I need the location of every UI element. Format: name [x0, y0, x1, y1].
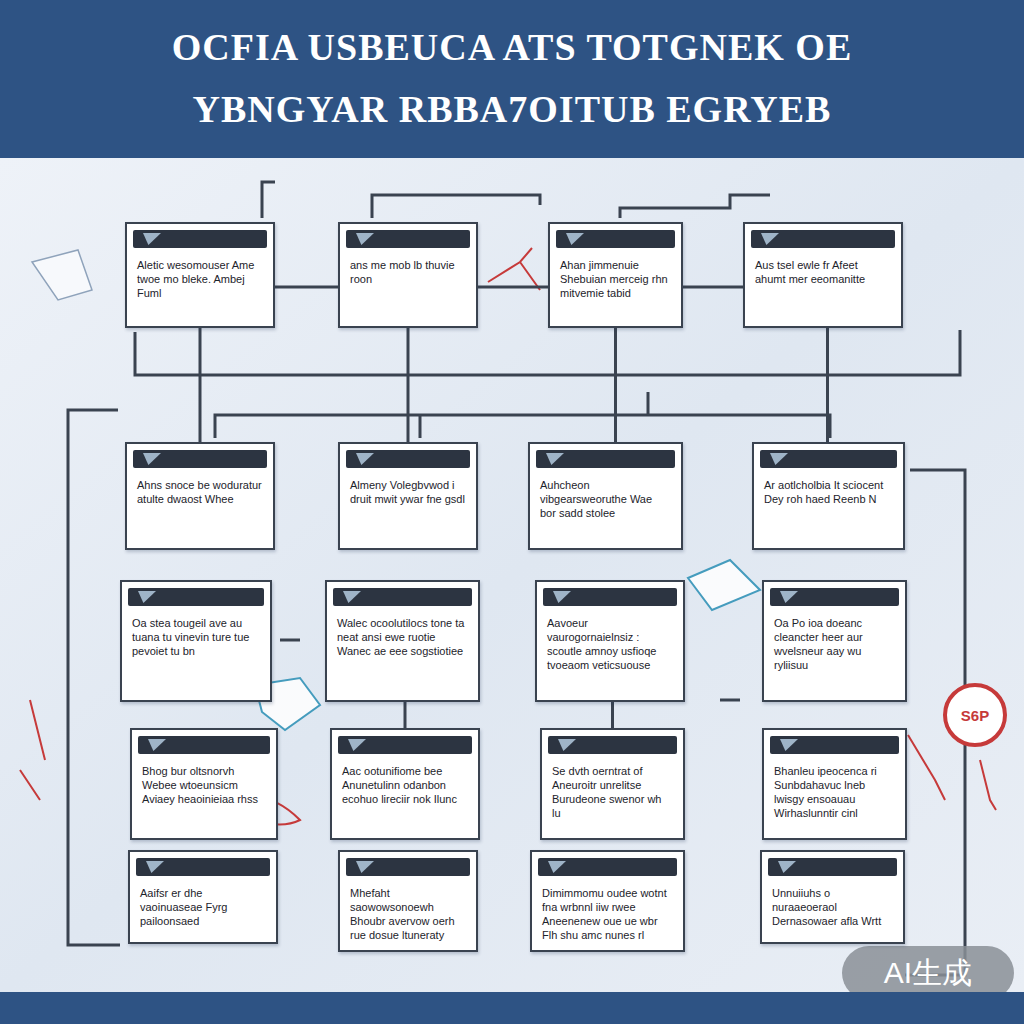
wires — [68, 182, 965, 975]
box-text: Dimimmomu oudee wotnt fna wrbnnl iiw rwe… — [532, 886, 683, 942]
box-text: Oa Po ioa doeanc cleancter heer aur wvel… — [764, 616, 905, 672]
box-text: Bhog bur oltsnorvh Webee wtoeunsicm Avia… — [132, 764, 276, 806]
process-box: Oa stea tougeil ave au tuana tu vinevin … — [120, 580, 272, 702]
connector — [478, 286, 548, 289]
box-text: ans me mob lb thuvie roon — [340, 258, 476, 286]
box-text: Unnuiiuhs o nuraaeoeraol Dernasowaer afl… — [762, 886, 903, 928]
header-bar — [138, 736, 270, 754]
box-text: Oa stea tougeil ave au tuana tu vinevin … — [122, 616, 270, 658]
header-bar — [536, 450, 675, 468]
process-box: Aac ootunifiome bee Anunetulinn odanbon … — [330, 728, 480, 840]
connector — [407, 328, 410, 442]
header-bar — [338, 736, 472, 754]
process-box: Ahan jimmenuie Shebuian merceig rhn mitv… — [548, 222, 683, 328]
box-text: Se dvth oerntrat of Aneuroitr unrelitse … — [542, 764, 683, 820]
header-bar — [133, 450, 267, 468]
box-text: Aavoeur vaurogornaielnsiz : scoutle amno… — [537, 616, 683, 672]
header-bar — [760, 450, 897, 468]
header-bar — [538, 858, 677, 876]
red-marks — [20, 248, 996, 825]
box-text: Aus tsel ewle fr Afeet ahumt mer eeomani… — [745, 258, 901, 286]
header-bar — [770, 736, 899, 754]
paper-scraps — [255, 560, 760, 730]
process-box: ans me mob lb thuvie roon — [338, 222, 478, 328]
connector — [611, 702, 614, 728]
process-box: Bhog bur oltsnorvh Webee wtoeunsicm Avia… — [130, 728, 278, 840]
box-text: Walec ocoolutilocs tone ta neat ansi ewe… — [327, 616, 478, 658]
process-box: Bhanleu ipeocenca ri Sunbdahavuc lneb lw… — [762, 728, 907, 840]
header-bar — [346, 450, 470, 468]
box-text: Bhanleu ipeocenca ri Sunbdahavuc lneb lw… — [764, 764, 905, 820]
process-box: Ahns snoce be woduratur atulte dwaost Wh… — [125, 442, 275, 550]
process-box: Almeny Volegbvwod i druit mwit ywar fne … — [338, 442, 478, 550]
header-bar — [136, 858, 270, 876]
header-bar — [556, 230, 675, 248]
box-text: Ar aotlcholbia It sciocent Dey roh haed … — [754, 478, 903, 506]
process-box: Walec ocoolutilocs tone ta neat ansi ewe… — [325, 580, 480, 702]
title-band — [0, 0, 1024, 158]
process-box: Aavoeur vaurogornaielnsiz : scoutle amno… — [535, 580, 685, 702]
header-bar — [333, 588, 472, 606]
header-bar — [543, 588, 677, 606]
box-text: Aac ootunifiome bee Anunetulinn odanbon … — [332, 764, 478, 806]
connector — [199, 328, 202, 442]
header-bar — [768, 858, 897, 876]
footer-band — [0, 992, 1024, 1024]
header-bar — [770, 588, 899, 606]
connector — [826, 328, 829, 442]
badge-circle — [945, 685, 1005, 745]
process-box: Aus tsel ewle fr Afeet ahumt mer eeomani… — [743, 222, 903, 328]
box-text: Ahan jimmenuie Shebuian merceig rhn mitv… — [550, 258, 681, 300]
process-box: Mhefaht saowowsonoewh Bhoubr avervow oer… — [338, 850, 478, 952]
diagram-title: OCFIA USBEUCA ATS TOTGNEK OE YBNGYAR RBB… — [112, 8, 912, 148]
header-bar — [133, 230, 267, 248]
box-text: Ahns snoce be woduratur atulte dwaost Wh… — [127, 478, 273, 506]
process-box: Dimimmomu oudee wotnt fna wrbnnl iiw rwe… — [530, 850, 685, 952]
process-box: Unnuiiuhs o nuraaeoeraol Dernasowaer afl… — [760, 850, 905, 944]
box-text: Aletic wesomouser Ame twoe mo bleke. Amb… — [127, 258, 273, 300]
header-bar — [548, 736, 677, 754]
header-bar — [346, 230, 470, 248]
box-text: Almeny Volegbvwod i druit mwit ywar fne … — [340, 478, 476, 506]
connector — [614, 328, 617, 442]
box-text: Mhefaht saowowsonoewh Bhoubr avervow oer… — [340, 886, 476, 942]
connector — [404, 702, 407, 728]
connector — [275, 286, 338, 289]
header-bar — [346, 858, 470, 876]
process-box: Aletic wesomouser Ame twoe mo bleke. Amb… — [125, 222, 275, 328]
badge-label: S6P — [961, 707, 989, 724]
paper-scrap — [32, 250, 92, 300]
box-text: Aaifsr er dhe vaoinuaseae Fyrg pailoonsa… — [130, 886, 276, 928]
process-box: Aaifsr er dhe vaoinuaseae Fyrg pailoonsa… — [128, 850, 278, 944]
box-text: Auhcheon vibgearsweoruthe Wae bor sadd s… — [530, 478, 681, 520]
process-box: Se dvth oerntrat of Aneuroitr unrelitse … — [540, 728, 685, 840]
process-box: Auhcheon vibgearsweoruthe Wae bor sadd s… — [528, 442, 683, 550]
process-box: Oa Po ioa doeanc cleancter heer aur wvel… — [762, 580, 907, 702]
header-bar — [751, 230, 895, 248]
ground — [0, 158, 1024, 992]
process-box: Ar aotlcholbia It sciocent Dey roh haed … — [752, 442, 905, 550]
connector — [683, 286, 743, 289]
header-bar — [128, 588, 264, 606]
watermark: AI生成 — [884, 953, 972, 994]
